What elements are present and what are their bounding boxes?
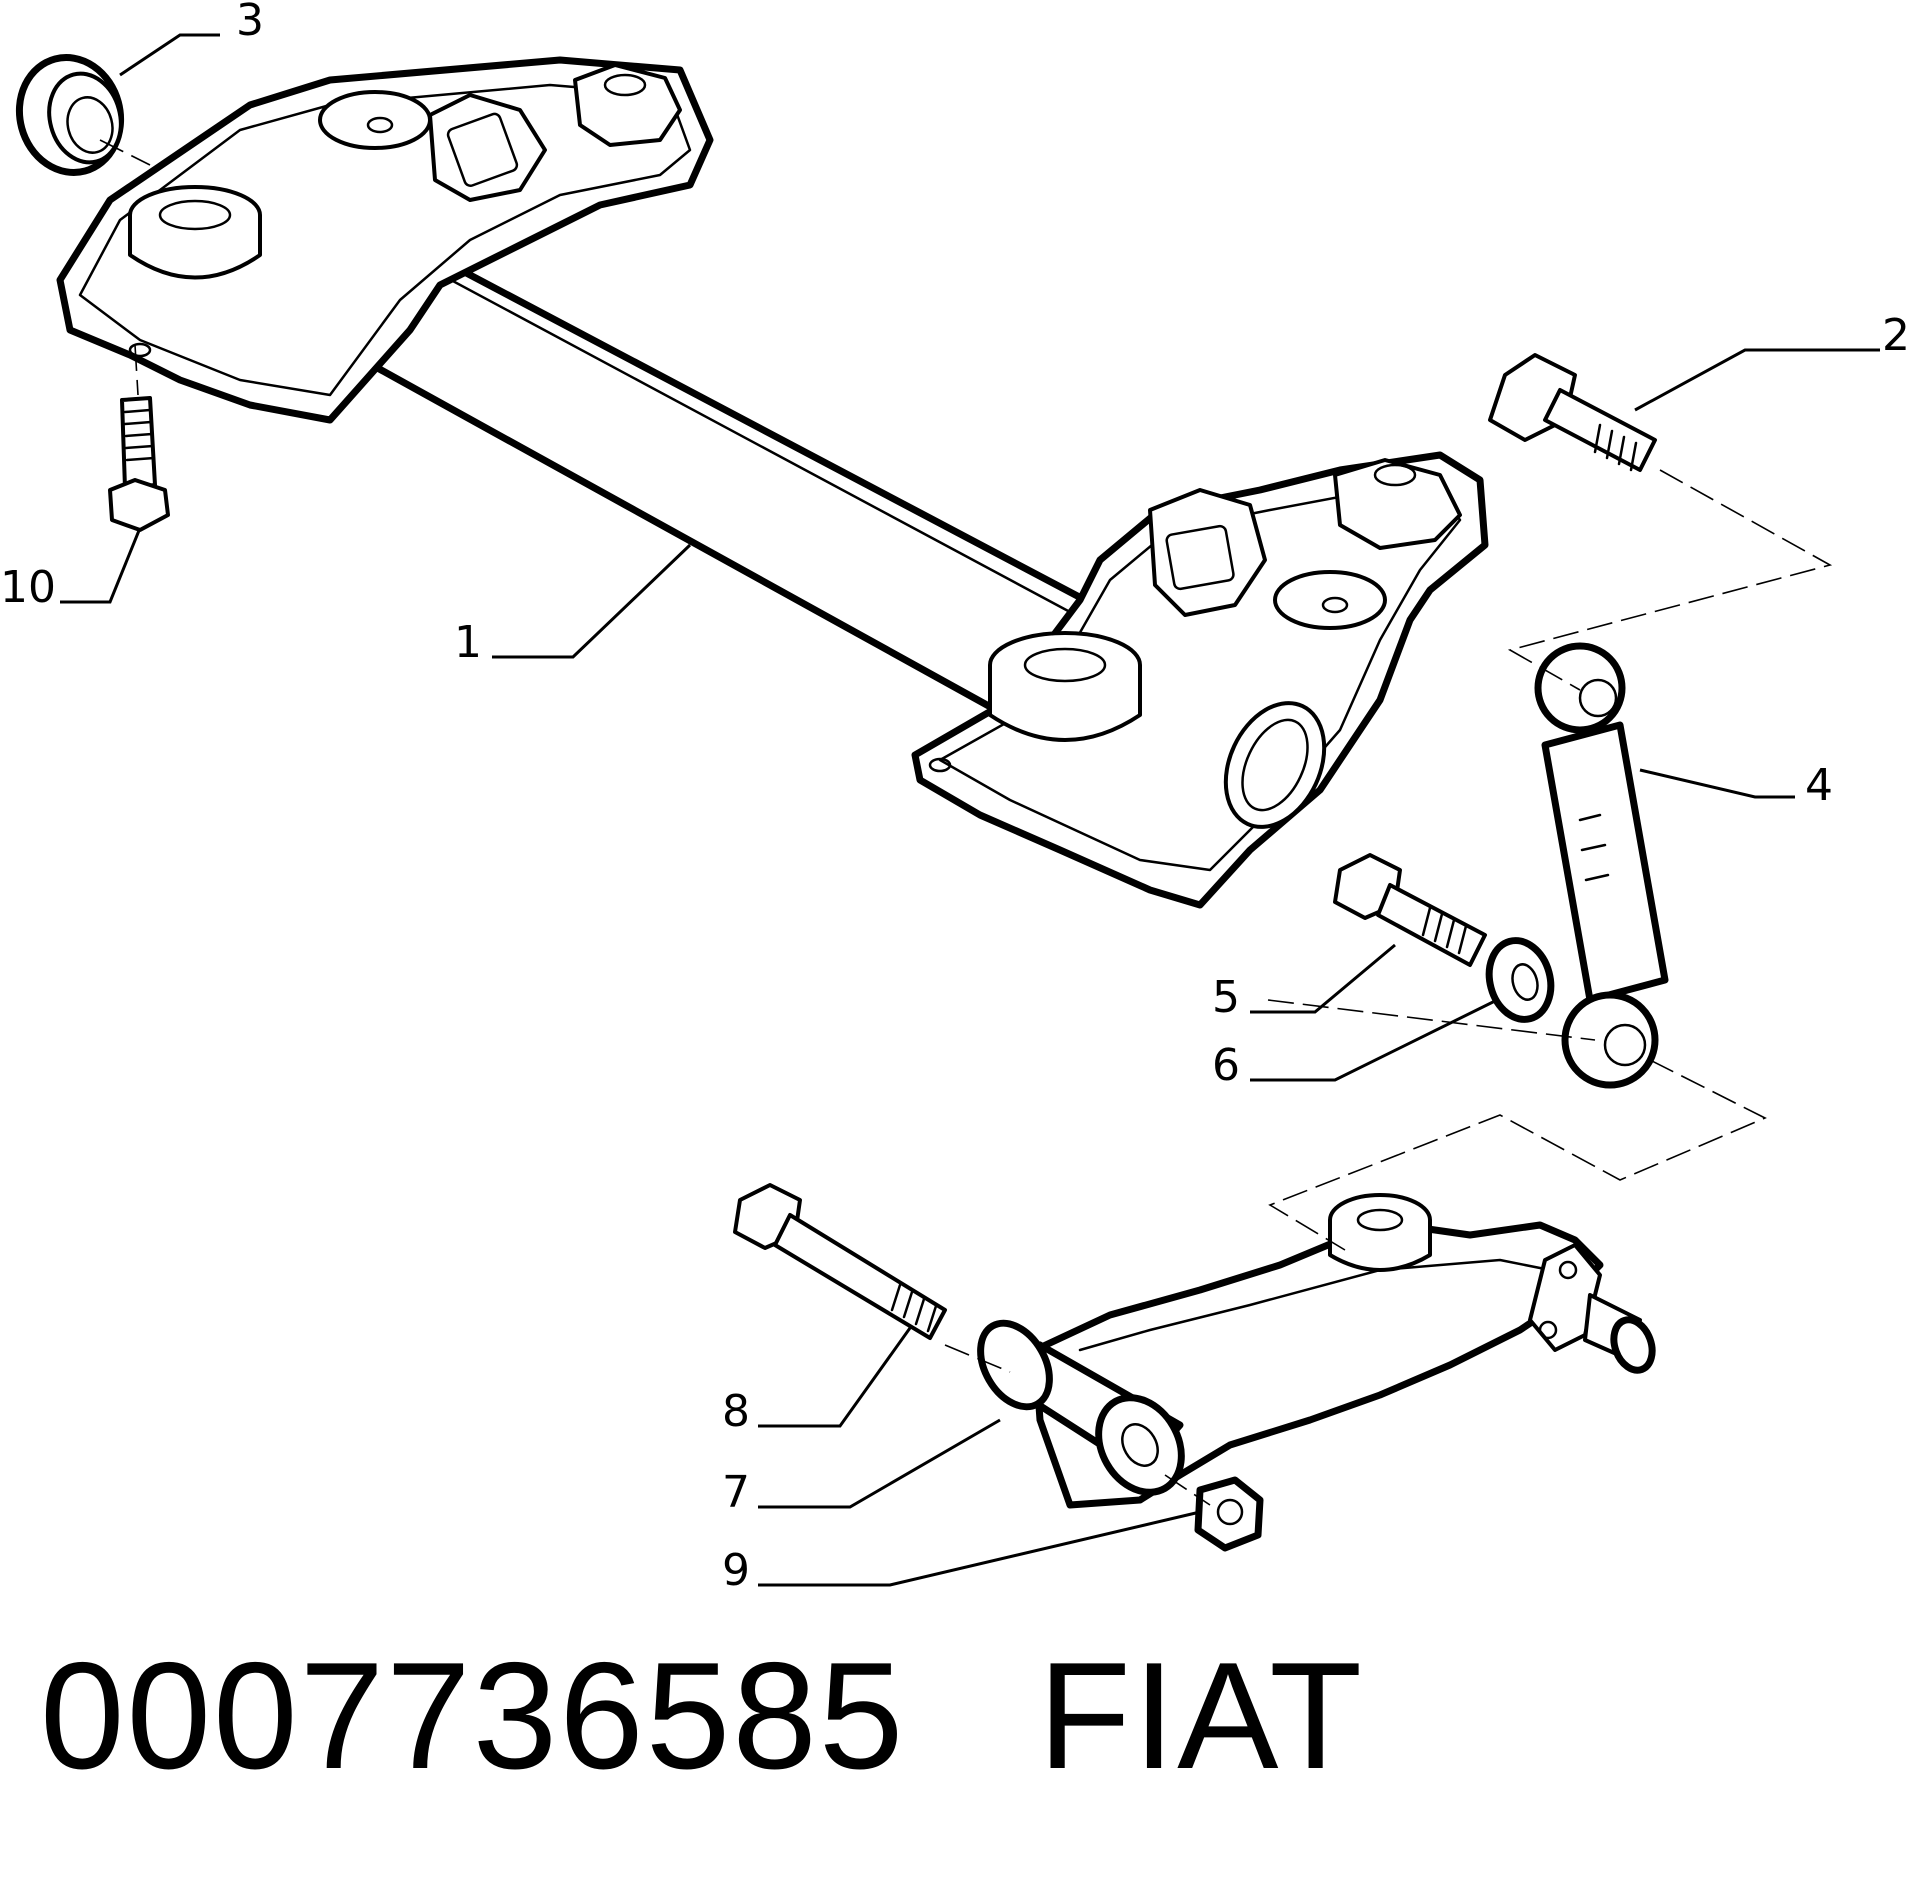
control-arm-7 [977,1193,1656,1509]
nut-9 [1194,1476,1264,1552]
callout-8: 8 [722,1386,750,1437]
callout-7: 7 [722,1467,750,1518]
bushing-3 [15,54,125,176]
caption: 0007736585 FIAT [40,1640,1364,1792]
callout-numbers: 3 2 4 1 10 5 6 8 7 9 [0,0,1907,1596]
leader-lines [60,33,1880,1587]
bolt-10 [108,396,170,532]
callout-6: 6 [1212,1040,1240,1091]
washer-6 [1485,937,1555,1023]
callout-10: 10 [0,562,56,613]
callout-5: 5 [1212,972,1240,1023]
callout-9: 9 [722,1545,750,1596]
part-number: 0007736585 [40,1631,906,1801]
callout-4: 4 [1805,760,1833,811]
brand-name: FIAT [1038,1631,1365,1801]
callout-3: 3 [236,0,264,46]
callout-1: 1 [454,617,482,668]
bolt-8 [733,1183,947,1340]
bolt-5 [1333,853,1487,967]
bolt-2 [1488,353,1657,472]
crossmember [56,56,1489,909]
shock-absorber-4 [1534,642,1669,1089]
callout-2: 2 [1882,310,1907,361]
